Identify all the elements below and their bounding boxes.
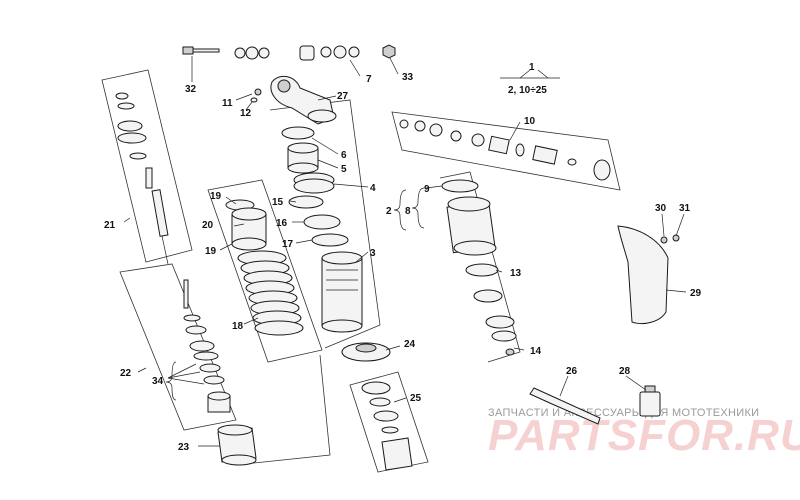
callout-28: 28	[619, 366, 631, 377]
frame-23	[234, 354, 331, 466]
cylinder-cap-5-icon	[287, 142, 319, 174]
bracket-8	[411, 187, 425, 229]
brackets	[165, 187, 425, 401]
callout-19a: 19	[210, 191, 222, 202]
bump-stop-23-icon	[217, 424, 257, 466]
oil-bottle-28-icon	[639, 385, 661, 417]
bolt-32-icon	[182, 46, 220, 55]
callout-11: 11	[222, 98, 233, 109]
callout-24: 24	[404, 339, 416, 350]
callout-31: 31	[679, 203, 691, 214]
callout-29: 29	[690, 288, 702, 299]
lower-seat-24-icon	[341, 342, 391, 362]
frame-9	[439, 171, 521, 363]
leader-lines	[123, 56, 687, 447]
watermark-logo: PARTSFOR.RU	[488, 411, 800, 460]
callout-1-sub: 2, 10÷25	[508, 85, 547, 96]
piston-14-icon	[485, 315, 517, 356]
oring-9-icon	[441, 179, 479, 193]
callout-33: 33	[402, 72, 414, 83]
group-frames	[101, 69, 621, 473]
callout-10: 10	[524, 116, 536, 127]
top-eye-27-icon	[270, 75, 337, 125]
frame-21	[101, 69, 193, 263]
ring-4b-icon	[293, 178, 335, 194]
frame-25	[349, 371, 429, 473]
callout-20: 20	[202, 220, 214, 231]
callout-15: 15	[272, 197, 284, 208]
callout-5: 5	[341, 164, 347, 175]
ring-13b-icon	[473, 289, 503, 303]
damper-rod-21-icon	[115, 92, 169, 265]
callout-6: 6	[341, 150, 347, 161]
watermark: PARTSFOR.RU ЗАПЧАСТИ И АКСЕССУАРЫ ДЛЯ МО…	[488, 407, 800, 460]
callout-12: 12	[240, 108, 252, 119]
callout-2: 2	[386, 206, 392, 217]
callout-27: 27	[337, 91, 349, 102]
callout-26: 26	[566, 366, 578, 377]
callout-1: 1	[529, 62, 535, 73]
callout-23: 23	[178, 442, 190, 453]
callout-18: 18	[232, 321, 244, 332]
watermark-caption: ЗАПЧАСТИ И АКСЕССУАРЫ ДЛЯ МОТОТЕХНИКИ	[488, 407, 759, 419]
callout-8: 8	[405, 206, 411, 217]
washer-12-icon	[250, 97, 258, 103]
bracket-2	[393, 189, 407, 231]
nut-33-icon	[382, 44, 396, 59]
valve-stack-22-icon	[183, 279, 231, 413]
screw-30-icon	[660, 236, 668, 244]
frame-18	[207, 179, 323, 363]
callout-14: 14	[530, 346, 542, 357]
callout-3: 3	[370, 248, 376, 259]
callout-21: 21	[104, 220, 116, 231]
ring-16-icon	[303, 214, 341, 230]
frame-10	[391, 111, 621, 191]
reservoir-8-icon	[446, 196, 497, 256]
clevis-25-icon	[361, 381, 413, 471]
mudguard-29-icon	[617, 225, 669, 325]
ring-13a-icon	[465, 263, 499, 277]
parts	[115, 44, 680, 471]
callout-13: 13	[510, 268, 522, 279]
reservoir-internals-10-icon	[399, 119, 611, 181]
callout-25: 25	[410, 393, 422, 404]
wrench-26-icon	[529, 387, 601, 425]
callout-34: 34	[152, 376, 164, 387]
callout-7: 7	[366, 74, 372, 85]
screw-11-icon	[254, 88, 262, 96]
circlip-17-icon	[311, 233, 349, 247]
frame-22	[119, 263, 237, 431]
callout-9: 9	[424, 184, 430, 195]
bracket-34	[165, 361, 177, 401]
callout-17: 17	[282, 239, 294, 250]
callout-16: 16	[276, 218, 288, 229]
spring-seat-20-icon	[225, 199, 267, 251]
shock-body-3-icon	[321, 251, 363, 333]
oring-6-icon	[281, 126, 315, 140]
callout-30: 30	[655, 203, 667, 214]
ring-15-icon	[288, 195, 324, 209]
callout-32: 32	[185, 84, 197, 95]
spring-18-icon	[237, 250, 304, 336]
callout-19b: 19	[205, 246, 217, 257]
callouts: 1 2, 10÷25 2 3 4 5 6 7 8 9 10 11 12 13 1…	[104, 62, 702, 453]
top-bushings-icon	[234, 45, 360, 61]
callout-22: 22	[120, 368, 132, 379]
callout-4: 4	[370, 183, 376, 194]
